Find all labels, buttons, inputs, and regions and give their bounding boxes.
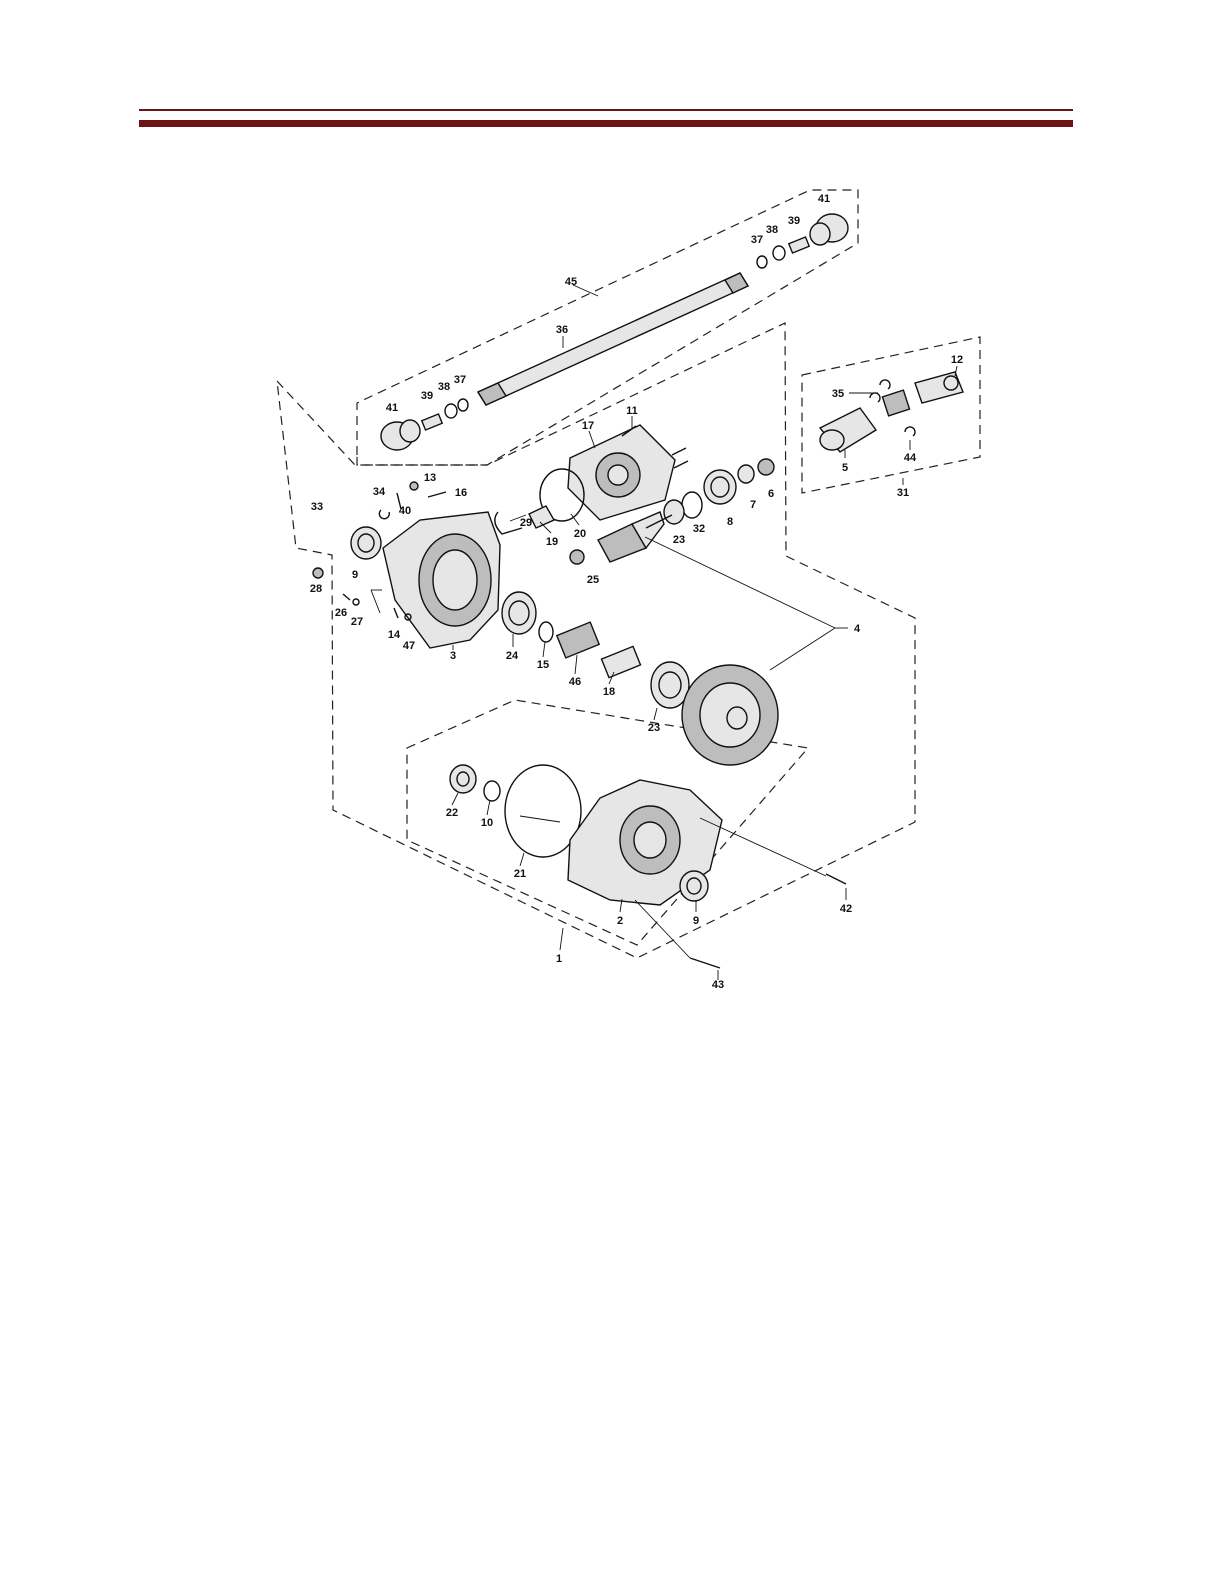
oil-seal-9b xyxy=(680,871,708,901)
callout-3: 3 xyxy=(450,650,456,662)
clip-right xyxy=(757,256,767,268)
universal-joint-cross xyxy=(882,390,909,416)
shifter-19 xyxy=(529,506,554,528)
callout-42: 42 xyxy=(840,903,852,915)
washer-7 xyxy=(738,465,754,483)
callout-23-lower: 23 xyxy=(648,722,660,734)
callout-24: 24 xyxy=(506,650,519,662)
bolt-11c xyxy=(674,461,688,468)
axle-shaft xyxy=(478,273,748,405)
yoke xyxy=(820,408,876,452)
o-ring-10 xyxy=(484,781,500,801)
bearing-23a xyxy=(664,500,684,524)
callout-26: 26 xyxy=(335,607,347,619)
callout-28: 28 xyxy=(310,583,322,595)
cv-boot-right xyxy=(810,214,848,245)
callout-15: 15 xyxy=(537,659,549,671)
callout-41-left: 41 xyxy=(386,402,398,414)
callout-32: 32 xyxy=(693,523,705,535)
ring-left xyxy=(445,404,457,418)
bolt-43 xyxy=(690,958,720,968)
callout-11: 11 xyxy=(626,405,638,417)
callout-9-upper: 9 xyxy=(352,569,358,581)
callout-29: 29 xyxy=(520,517,532,529)
callout-35: 35 xyxy=(832,388,844,400)
callout-10: 10 xyxy=(481,817,493,829)
bearing-25 xyxy=(570,550,584,564)
shift-fork xyxy=(495,512,522,534)
coupling-46 xyxy=(557,622,599,658)
bearing-24 xyxy=(502,592,536,634)
bolt-14 xyxy=(394,608,398,618)
callout-46: 46 xyxy=(569,676,581,688)
callout-13: 13 xyxy=(424,472,436,484)
part-13 xyxy=(410,482,418,490)
gear-case-housing xyxy=(383,512,500,648)
callout-18: 18 xyxy=(603,686,615,698)
callout-20: 20 xyxy=(574,528,586,540)
callout-41-right: 41 xyxy=(818,193,830,205)
callout-23-upper: 23 xyxy=(673,534,685,546)
oil-seal-9a xyxy=(351,527,381,559)
callout-12: 12 xyxy=(951,354,963,366)
callout-39-left: 39 xyxy=(421,390,433,402)
callout-34: 34 xyxy=(373,486,386,498)
callout-38-right: 38 xyxy=(766,224,778,236)
plug-28 xyxy=(313,568,323,578)
spring-right xyxy=(789,237,809,253)
callout-16: 16 xyxy=(455,487,467,499)
callout-38-left: 38 xyxy=(438,381,450,393)
pinion-gear xyxy=(598,512,672,562)
snap-ring-15 xyxy=(539,622,553,642)
callout-8: 8 xyxy=(727,516,733,528)
callout-33: 33 xyxy=(311,501,323,513)
callout-25: 25 xyxy=(587,574,599,586)
callout-44: 44 xyxy=(904,452,917,464)
callout-14: 14 xyxy=(388,629,401,641)
ring-gear xyxy=(682,665,778,765)
callout-9-lower: 9 xyxy=(693,915,699,927)
callout-22: 22 xyxy=(446,807,458,819)
snap-ring-32 xyxy=(682,492,702,518)
callout-31: 31 xyxy=(897,487,909,499)
washer-27 xyxy=(353,599,359,605)
callout-36: 36 xyxy=(556,324,568,336)
nut-6 xyxy=(758,459,774,475)
spring-left xyxy=(422,414,442,430)
callout-1: 1 xyxy=(556,953,562,965)
cv-boot-left xyxy=(381,420,420,450)
bolt-42 xyxy=(826,874,846,884)
oil-seal-8 xyxy=(704,470,736,504)
callout-47: 47 xyxy=(403,640,415,652)
callout-17: 17 xyxy=(582,420,594,432)
clip-left xyxy=(458,399,468,411)
front-cover xyxy=(568,425,675,520)
ring-right xyxy=(773,246,785,260)
bolt-11b xyxy=(672,448,686,455)
snap-ring-35b xyxy=(870,393,880,402)
clamp-34 xyxy=(379,510,389,519)
callout-27: 27 xyxy=(351,616,363,628)
oil-seal-22 xyxy=(450,765,476,793)
callout-45: 45 xyxy=(565,276,577,288)
callout-7: 7 xyxy=(750,499,756,511)
pin-16 xyxy=(428,492,446,497)
snap-ring-44 xyxy=(905,427,915,436)
callout-40: 40 xyxy=(399,505,411,517)
callout-2: 2 xyxy=(617,915,623,927)
callout-37-right: 37 xyxy=(751,234,763,246)
callout-43: 43 xyxy=(712,979,724,991)
yoke-flange xyxy=(915,372,963,403)
callout-39-right: 39 xyxy=(788,215,800,227)
callout-5: 5 xyxy=(842,462,848,474)
snap-ring-35a xyxy=(880,380,890,389)
bolt-26 xyxy=(343,594,350,600)
callout-19: 19 xyxy=(546,536,558,548)
sleeve-18 xyxy=(601,646,640,677)
callout-4: 4 xyxy=(854,623,861,635)
callout-6: 6 xyxy=(768,488,774,500)
callout-21: 21 xyxy=(514,868,526,880)
callout-37-left: 37 xyxy=(454,374,466,386)
